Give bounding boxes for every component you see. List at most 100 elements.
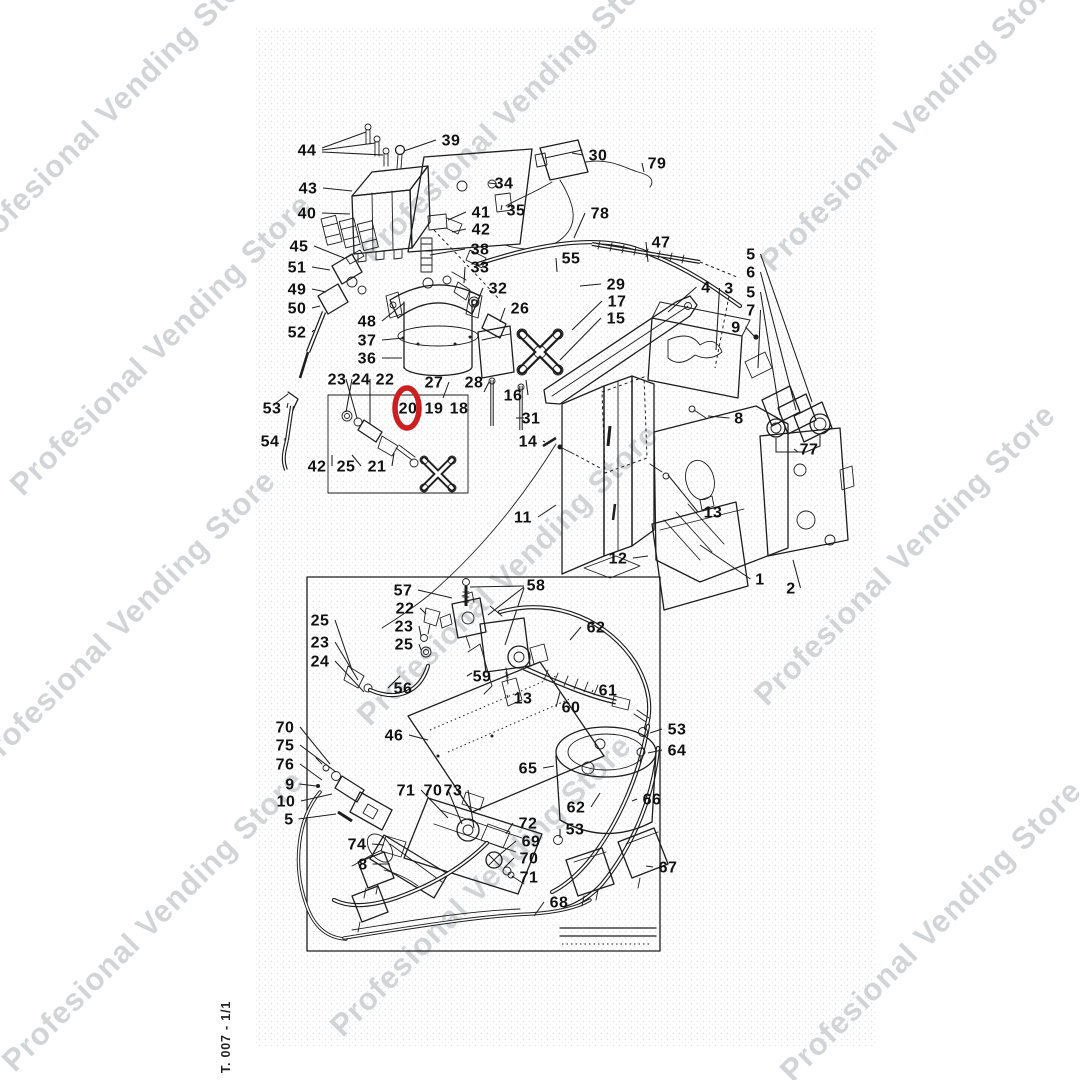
leader-72 <box>505 822 514 835</box>
pump-group <box>331 791 543 908</box>
part-label-67: 67 <box>659 860 678 877</box>
leader-47 <box>645 241 649 263</box>
part-label-22: 22 <box>396 601 415 618</box>
part-label-52: 52 <box>288 325 307 342</box>
canister-65-group <box>555 709 657 835</box>
part-label-66: 66 <box>643 792 662 809</box>
leader-52 <box>311 329 315 333</box>
part-label-41: 41 <box>472 205 491 222</box>
part-label-15: 15 <box>607 311 626 328</box>
part-label-5: 5 <box>746 247 755 264</box>
part-label-59: 59 <box>473 669 492 686</box>
part-label-16: 16 <box>504 388 523 405</box>
leader-23 <box>334 641 359 681</box>
leader-49 <box>311 288 327 293</box>
leader-57 <box>417 589 453 599</box>
leader-29 <box>579 283 602 287</box>
part-label-24: 24 <box>352 372 371 389</box>
part-label-69: 69 <box>522 834 541 851</box>
leader-45 <box>313 245 345 259</box>
leader-46 <box>408 734 429 741</box>
leader-78 <box>573 212 586 239</box>
part-label-19: 19 <box>425 401 444 418</box>
leader-11 <box>537 504 557 518</box>
leader-68 <box>533 901 545 917</box>
leader-25 <box>351 454 362 467</box>
leader-1 <box>699 544 751 580</box>
leader-53 <box>649 728 663 734</box>
leader-69 <box>497 840 517 857</box>
leader-28 <box>483 381 490 393</box>
part-label-33: 33 <box>471 260 490 277</box>
leader-39 <box>403 139 437 152</box>
part-label-8: 8 <box>358 857 367 874</box>
lower-box <box>306 576 661 952</box>
leader-70 <box>447 789 463 825</box>
part-label-21: 21 <box>368 459 387 476</box>
cross-fitting-16 <box>516 328 564 430</box>
leader-17 <box>571 300 603 331</box>
part-label-37: 37 <box>358 333 377 350</box>
leader-67 <box>645 865 654 868</box>
part-label-39: 39 <box>442 133 461 150</box>
rod-47 <box>591 240 738 278</box>
leader-51 <box>311 266 331 271</box>
leader-62 <box>590 792 601 808</box>
part-label-53: 53 <box>566 822 585 839</box>
leader-8 <box>707 415 730 419</box>
part-label-56: 56 <box>394 681 413 698</box>
part-label-53: 53 <box>668 722 687 739</box>
part-label-78: 78 <box>591 206 610 223</box>
part-label-17: 17 <box>608 294 627 311</box>
leader-42 <box>451 228 467 233</box>
leader-65 <box>542 765 555 769</box>
part-label-71: 71 <box>520 870 539 887</box>
leader-40 <box>321 212 351 215</box>
plate-46 <box>407 661 605 813</box>
leader-79 <box>641 162 645 173</box>
part-label-23: 23 <box>311 635 330 652</box>
leader-59 <box>466 672 473 677</box>
leader-30 <box>571 152 584 156</box>
leader-38 <box>429 248 466 256</box>
part-label-25: 25 <box>395 637 414 654</box>
leader-74 <box>371 843 385 846</box>
right-bracket-group <box>647 295 855 611</box>
part-label-22: 22 <box>376 372 395 389</box>
leader-14 <box>542 440 546 443</box>
part-label-35: 35 <box>507 203 526 220</box>
leader-6 <box>759 271 797 411</box>
part-label-23: 23 <box>395 619 414 636</box>
leader-43 <box>322 187 353 192</box>
part-label-38: 38 <box>471 242 490 259</box>
leader-35 <box>500 204 503 211</box>
part-label-50: 50 <box>288 301 307 318</box>
part-label-54: 54 <box>261 434 280 451</box>
part-label-24: 24 <box>311 654 330 671</box>
part-label-55: 55 <box>562 251 581 268</box>
part-label-9: 9 <box>285 777 294 794</box>
part-label-2: 2 <box>786 581 795 598</box>
highlight-layer <box>392 385 422 431</box>
leader-62 <box>569 626 582 641</box>
part-label-25: 25 <box>311 613 330 630</box>
leader-32 <box>477 287 484 301</box>
leader-24 <box>345 378 358 419</box>
leader-70 <box>503 857 515 869</box>
valve-manifold-group <box>320 123 533 301</box>
part-label-4: 4 <box>701 280 710 297</box>
part-label-28: 28 <box>465 375 484 392</box>
part-label-70: 70 <box>424 783 443 800</box>
solenoid-28 <box>477 325 515 426</box>
leader-50 <box>311 305 321 309</box>
part-label-25: 25 <box>337 459 356 476</box>
leader-13 <box>506 694 509 699</box>
part-label-70: 70 <box>276 720 295 737</box>
leader-76 <box>299 763 323 781</box>
leader-25 <box>418 643 422 651</box>
part-label-12: 12 <box>609 551 628 568</box>
leader-lines <box>284 139 813 917</box>
leader-2 <box>792 559 802 589</box>
leader-13 <box>667 474 699 513</box>
